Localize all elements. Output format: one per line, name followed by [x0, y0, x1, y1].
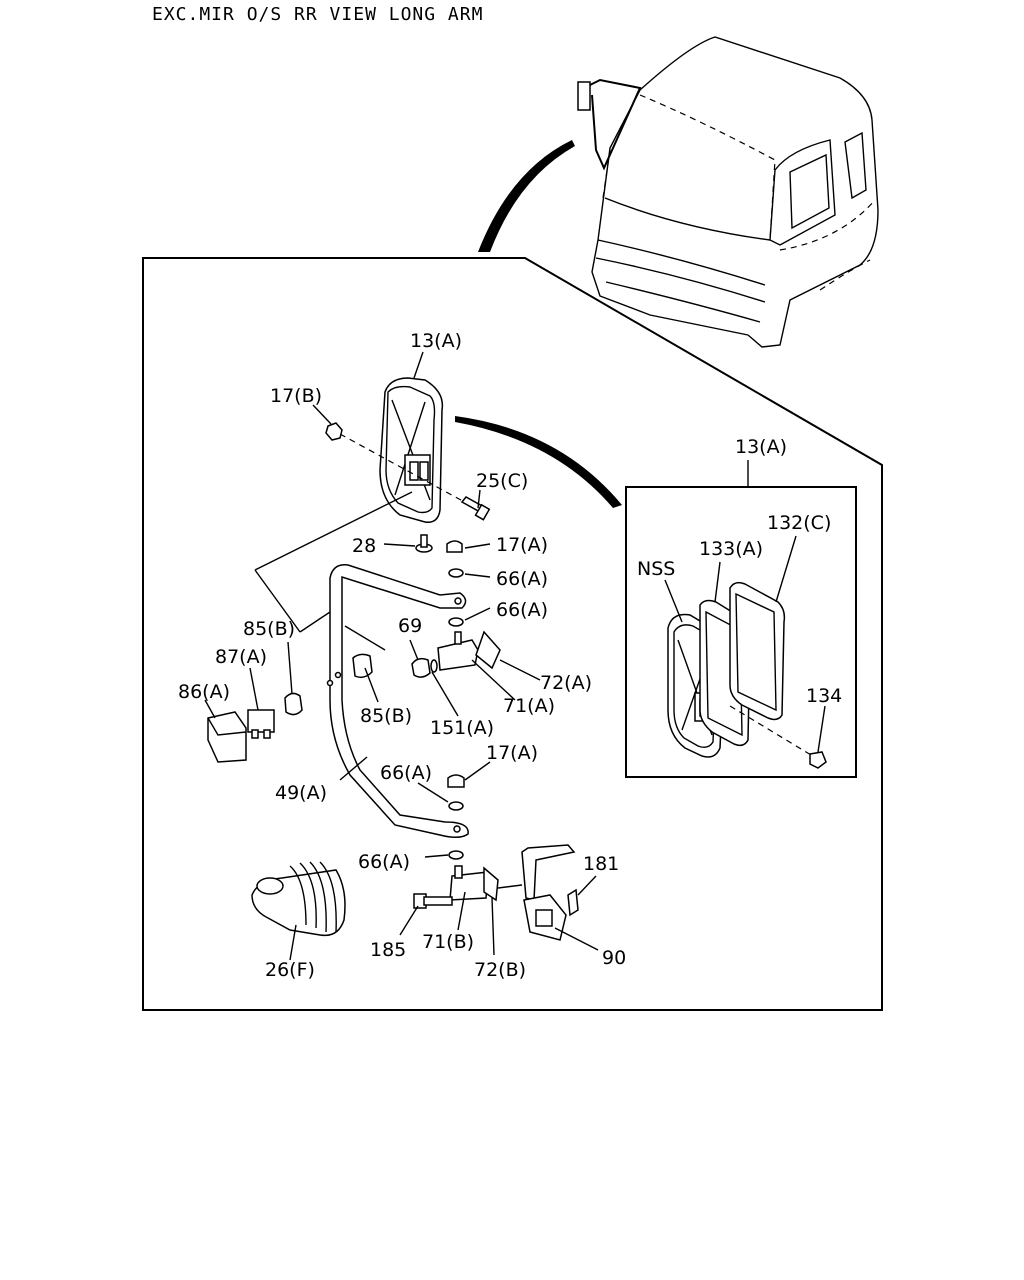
gasket-181 [567, 888, 579, 917]
nut-17a-top [446, 540, 463, 553]
nut-17b [325, 422, 343, 441]
screw-134 [809, 751, 827, 769]
callout-72a: 72(A) [540, 672, 592, 694]
callout-66a-3: 66(A) [380, 762, 432, 784]
bolt-25c [460, 496, 491, 521]
glass-132c [729, 581, 786, 721]
cap-85b-2 [352, 653, 373, 679]
truck-cab-illustration [577, 36, 879, 348]
callout-13a-inset: 13(A) [735, 436, 787, 458]
cover-86a [207, 711, 247, 763]
callout-nss: NSS [637, 558, 675, 580]
clip-151a [430, 659, 438, 673]
callout-134: 134 [806, 685, 842, 707]
pointer-arc [478, 140, 575, 252]
screw-28 [415, 534, 433, 553]
callout-71b: 71(B) [422, 931, 474, 953]
inset-box [625, 486, 857, 778]
washer-66a-1 [448, 568, 464, 578]
callout-69: 69 [398, 615, 422, 637]
arm-49a [329, 564, 469, 838]
callout-66a-1: 66(A) [496, 568, 548, 590]
callout-86a: 86(A) [178, 681, 230, 703]
callout-85b-2: 85(B) [360, 705, 412, 727]
nut-17a-bottom [447, 774, 465, 788]
callout-17a-top: 17(A) [496, 534, 548, 556]
callout-87a: 87(A) [215, 646, 267, 668]
callout-71a: 71(A) [503, 695, 555, 717]
bracket-71a [437, 630, 501, 671]
callout-66a-2: 66(A) [496, 599, 548, 621]
callout-17b: 17(B) [270, 385, 322, 407]
callout-85b-1: 85(B) [243, 618, 295, 640]
boot-26f [251, 861, 346, 937]
callout-181: 181 [583, 853, 619, 875]
callout-17a-bottom: 17(A) [486, 742, 538, 764]
bracket-90 [521, 844, 576, 941]
washer-66a-3 [448, 801, 464, 811]
bolt-185 [413, 893, 453, 909]
callout-185: 185 [370, 939, 406, 961]
washer-66a-4 [448, 850, 464, 860]
callout-151a: 151(A) [430, 717, 494, 739]
inset-pointer-arc [455, 416, 622, 508]
washer-66a-2 [448, 617, 464, 627]
callout-26f: 26(F) [265, 959, 315, 981]
callout-49a: 49(A) [275, 782, 327, 804]
callout-133a: 133(A) [699, 538, 763, 560]
main-frame [142, 257, 883, 1011]
diagram-title: EXC.MIR O/S RR VIEW LONG ARM [152, 4, 484, 25]
callout-72b: 72(B) [474, 959, 526, 981]
clip-87a [247, 709, 275, 739]
callout-13a-main: 13(A) [410, 330, 462, 352]
bracket-71b [449, 865, 499, 902]
callout-132c: 132(C) [767, 512, 831, 534]
callout-90: 90 [602, 947, 626, 969]
mirror-assembly [379, 377, 444, 523]
callout-25c: 25(C) [476, 470, 528, 492]
callout-28: 28 [352, 535, 376, 557]
cap-85b-1 [284, 692, 303, 716]
callout-66a-4: 66(A) [358, 851, 410, 873]
cap-69 [411, 657, 431, 678]
